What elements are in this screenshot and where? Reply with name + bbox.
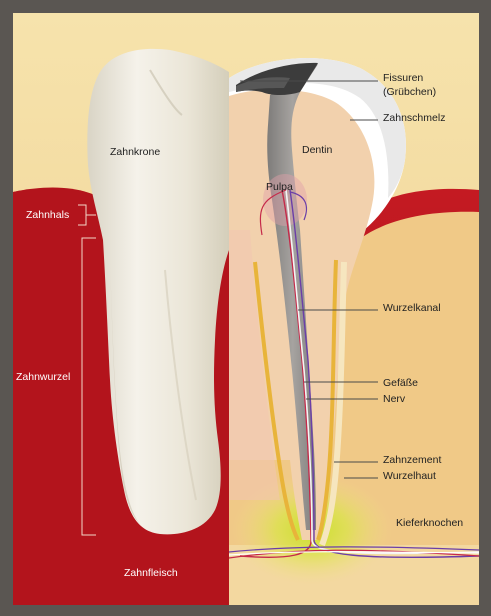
label-wurzelhaut: Wurzelhaut	[383, 470, 436, 482]
label-zahnwurzel: Zahnwurzel	[16, 371, 70, 383]
label-zahnhals: Zahnhals	[26, 209, 69, 221]
label-zahnzement: Zahnzement	[383, 454, 441, 466]
label-zahnschmelz: Zahnschmelz	[383, 112, 445, 124]
label-dentin: Dentin	[302, 144, 333, 156]
label-kieferknochen: Kieferknochen	[396, 517, 463, 529]
label-pulpa: Pulpa	[266, 181, 293, 193]
label-gefaesse: Gefäße	[383, 377, 418, 389]
label-zahnkrone: Zahnkrone	[110, 146, 160, 158]
label-zahnfleisch: Zahnfleisch	[124, 567, 178, 579]
label-fissuren: Fissuren	[383, 72, 423, 84]
label-nerv: Nerv	[383, 393, 406, 405]
label-wurzelkanal: Wurzelkanal	[383, 302, 441, 314]
label-gruebchen: (Grübchen)	[383, 86, 436, 98]
